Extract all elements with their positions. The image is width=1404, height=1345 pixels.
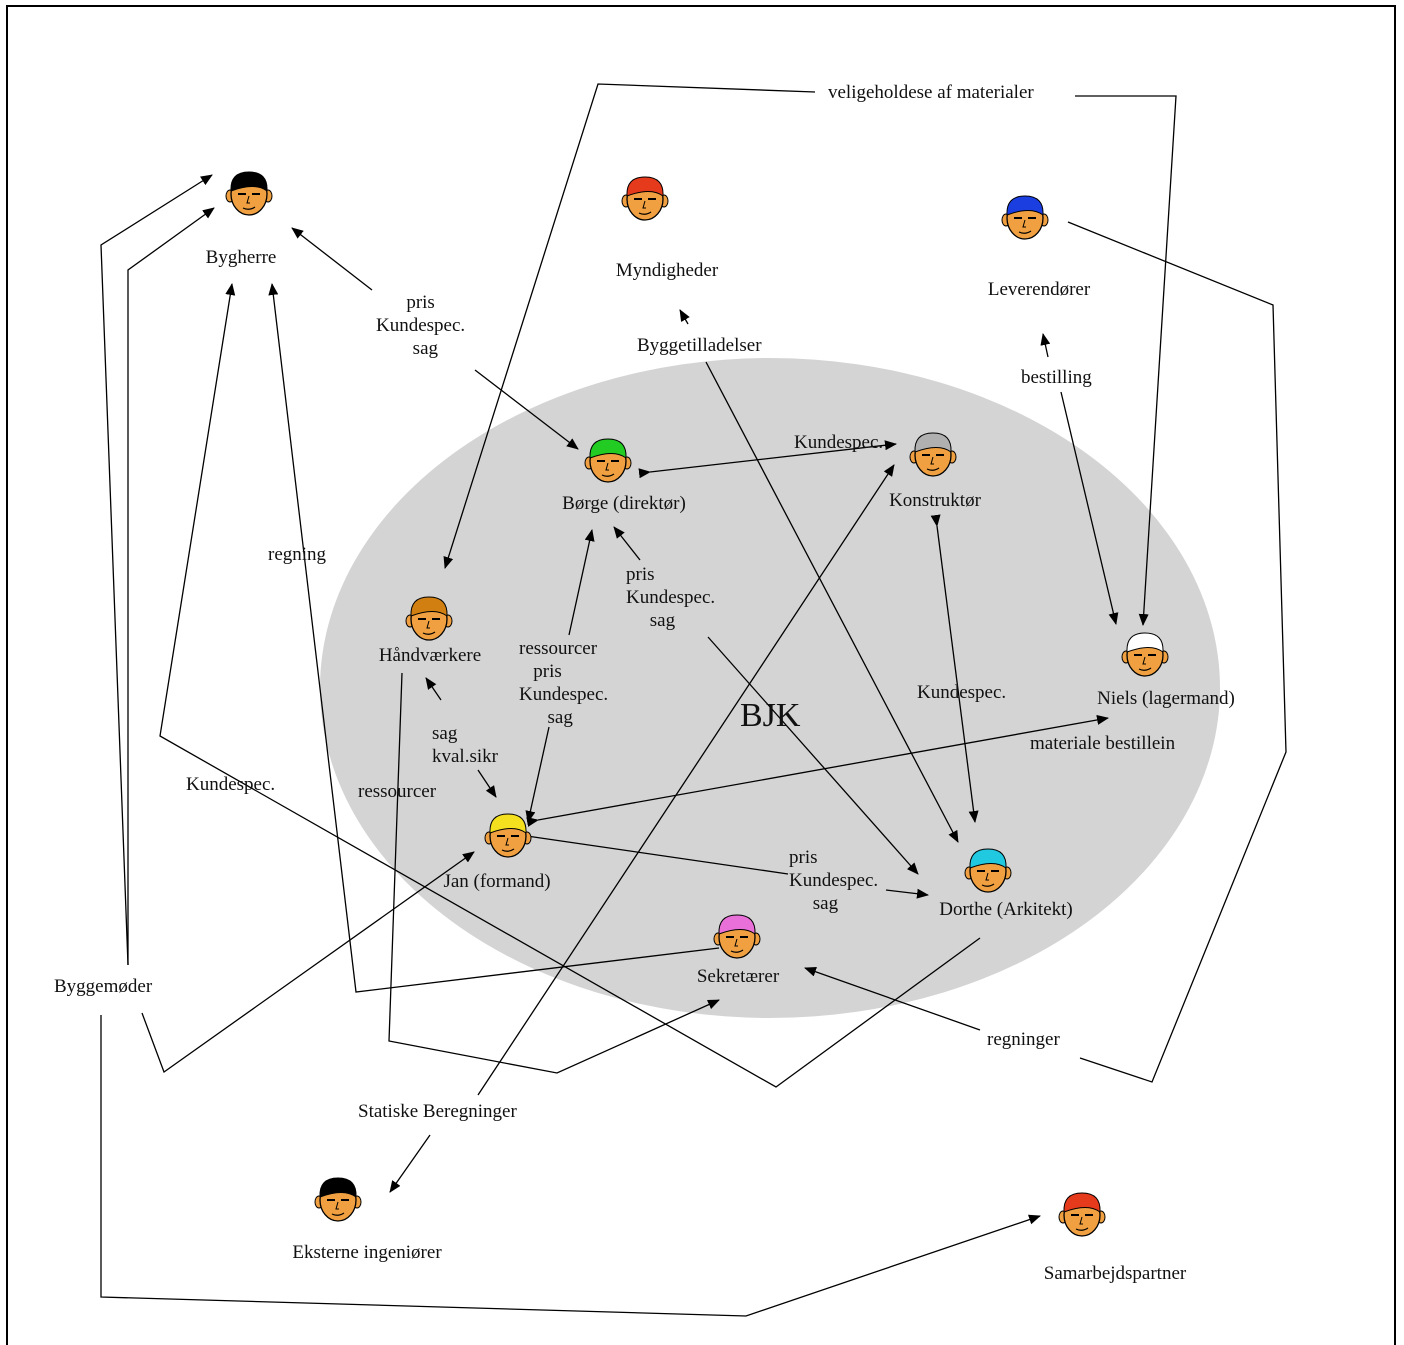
edge-vedligehold-to-niels [1075, 95, 1177, 626]
edge-label-ressourcer-pris: ressourcer pris Kundespec. sag [519, 638, 609, 728]
face-samarbejd-icon [1058, 1192, 1106, 1237]
edge-label-materiale: materiale bestillein [1030, 733, 1176, 754]
face-konstruktor-icon [909, 432, 957, 477]
edge-label-byggemoder: Byggemøder [54, 976, 153, 997]
edge-pris-to-borge [474, 369, 579, 450]
face-eksterne-icon [314, 1177, 362, 1222]
face-jan-icon [484, 813, 532, 858]
edge-byggemoder-to-samarbejd [100, 1015, 1041, 1317]
edge-label-kundespec-left: Kundespec. [186, 774, 276, 795]
people-faces [225, 171, 1169, 1237]
face-handvaerkere-icon [405, 596, 453, 641]
edge-label-regning: regning [268, 544, 327, 565]
edge-bestilling-to-niels [1060, 391, 1119, 625]
edge-pris-to-dorthe-2 [885, 888, 929, 899]
edge-label-sag-kval: sag kval.sikr [432, 723, 498, 767]
edge-label-kundespec-right: Kundespec. [917, 682, 1007, 703]
label-myndigheder: Myndigheder [615, 260, 719, 281]
face-borge-icon [584, 438, 632, 483]
edge-label-vedligehold: veligeholdese af materialer [828, 82, 1034, 103]
edge-leverandorer-regninger [1067, 221, 1287, 1083]
edge-statiske-to-eksterne [389, 1134, 431, 1193]
edge-statiske-to-konstruktor [477, 464, 895, 1096]
edge-regninger-to-sekretaerer [804, 966, 981, 1031]
edge-kundespec-to-bygherre [159, 283, 981, 1088]
label-konstruktor: Konstruktør [889, 490, 981, 511]
label-borge: Børge (direktør) [562, 493, 686, 514]
face-myndigheder-icon [621, 176, 669, 221]
label-eksterne: Eksterne ingeniører [292, 1242, 442, 1263]
label-jan: Jan (formand) [443, 871, 551, 892]
label-handvaerkere: Håndværkere [378, 645, 482, 666]
edge-pris-to-borge-2 [613, 526, 641, 561]
label-samarbejd: Samarbejdspartner [1043, 1263, 1187, 1284]
connections [100, 83, 1287, 1317]
edge-label-regninger: regninger [987, 1029, 1060, 1050]
label-leverandorer: Leverendører [987, 279, 1091, 300]
face-dorthe-icon [964, 848, 1012, 893]
center-label-bjk: BJK [740, 697, 801, 734]
edge-bestilling-to-leverandorer [1040, 333, 1051, 358]
edge-label-pris-borge-dorthe: pris Kundespec. sag [626, 564, 716, 631]
face-niels-icon [1121, 632, 1169, 677]
edge-sag-to-jan [477, 769, 497, 798]
edge-label-kundespec-top: Kundespec. [794, 432, 884, 453]
edge-vedligehold-to-handvaerkere [443, 83, 816, 569]
face-leverandorer-icon [1001, 195, 1049, 240]
edge-byggemoder-to-bygherre [100, 174, 213, 966]
edge-sag-to-handvaerkere [425, 677, 442, 701]
edge-label-statiske: Statiske Beregninger [358, 1101, 517, 1122]
edge-label-pris-jan-dorthe: pris Kundespec. sag [789, 847, 879, 914]
edge-byggemoder-to-jan [141, 851, 475, 1074]
label-dorthe: Dorthe (Arkitekt) [939, 899, 1073, 920]
edge-label-pris-bygherre: pris Kundespec. sag [376, 292, 466, 359]
edge-ressourcer-to-borge [568, 529, 595, 636]
edge-label-bestilling: bestilling [1021, 367, 1092, 388]
edge-label-byggetilladelser: Byggetilladelser [637, 335, 762, 356]
edge-borge-konstruktor [638, 440, 897, 479]
label-sekretaerer: Sekretærer [696, 966, 780, 987]
edge-byggetilladelser-to-myndigheder [679, 309, 690, 325]
edge-pris-to-bygherre [291, 227, 373, 291]
diagram-frame [6, 5, 1396, 1345]
bjk-ellipse [320, 358, 1220, 1018]
edge-label-ressourcer-left: ressourcer [358, 781, 437, 802]
label-bygherre: Bygherre [205, 247, 277, 268]
edge-niels-jan [526, 715, 1109, 827]
face-sekretaerer-icon [713, 914, 761, 959]
label-niels: Niels (lagermand) [1097, 688, 1235, 709]
edge-regning-to-bygherre [268, 283, 720, 993]
face-bygherre-icon [225, 171, 273, 216]
edge-jan-pris [508, 828, 789, 875]
edge-ressourcer-to-sekretaerer [388, 672, 720, 1074]
edge-byggemoder-to-bygherre-2 [127, 207, 215, 965]
